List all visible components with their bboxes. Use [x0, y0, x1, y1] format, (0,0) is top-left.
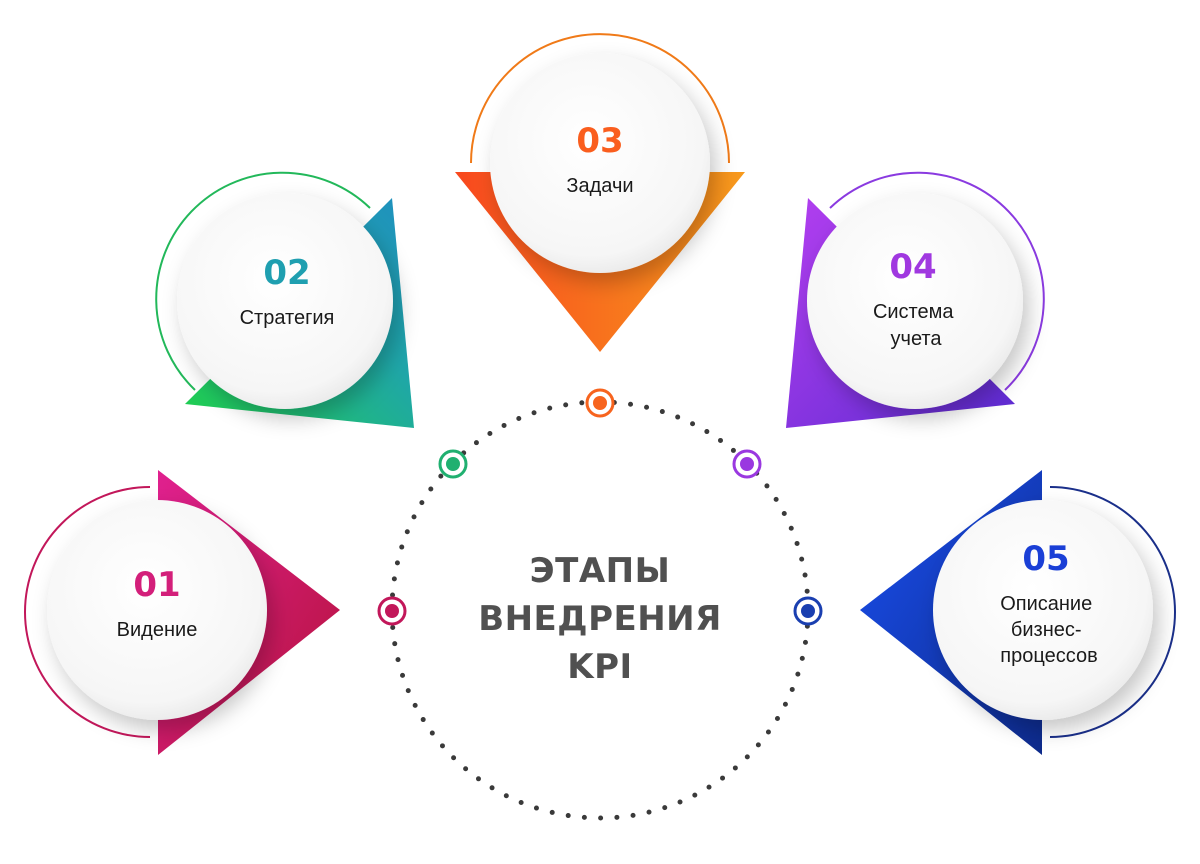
center-title: ЭТАПЫ ВНЕДРЕНИЯ KPI [478, 551, 722, 687]
title-line-2: ВНЕДРЕНИЯ [478, 599, 722, 639]
ring-marker-05 [793, 596, 823, 626]
step-01-label: Видение [117, 619, 198, 641]
step-05-label-line-1: Описание [1000, 593, 1092, 615]
step-04: 04 Система учета [786, 171, 1045, 428]
step-03-label: Задачи [566, 175, 633, 197]
step-05-disc [933, 500, 1153, 720]
step-01: 01 Видение [24, 470, 340, 755]
step-02-arc [155, 171, 371, 391]
step-03-number: 03 [576, 121, 623, 161]
step-05-label: Описание бизнес- процессов [1000, 593, 1098, 667]
title-line-3: KPI [567, 647, 632, 687]
step-02-label-line-1: Стратегия [240, 307, 335, 329]
step-01-disc [47, 500, 267, 720]
step-05-label-line-3: процессов [1000, 645, 1097, 667]
step-01-number: 01 [133, 565, 180, 605]
step-04-label-line-2: учета [891, 328, 943, 350]
ring-marker-01 [377, 596, 407, 626]
step-02-label: Стратегия [240, 307, 335, 329]
step-05-number: 05 [1022, 539, 1069, 579]
step-04-number: 04 [889, 247, 936, 287]
step-03: 03 Задачи [455, 33, 745, 352]
step-03-arc [470, 33, 730, 164]
step-02-number: 02 [263, 253, 310, 293]
step-04-label: Система учета [873, 301, 959, 350]
step-04-label-line-1: Система [873, 301, 954, 323]
step-05-label-line-2: бизнес- [1011, 619, 1082, 641]
step-01-label-line-1: Видение [117, 619, 198, 641]
step-01-arc [24, 486, 151, 738]
step-03-label-line-1: Задачи [566, 175, 633, 197]
title-line-1: ЭТАПЫ [530, 551, 671, 591]
step-04-disc [807, 193, 1023, 409]
ring-marker-02 [438, 449, 468, 479]
step-04-arc [829, 171, 1045, 391]
ring-marker-04 [732, 449, 762, 479]
step-02: 02 Стратегия [155, 171, 414, 428]
step-05-arc [1049, 486, 1176, 738]
step-03-disc [490, 53, 710, 273]
ring-marker-03 [585, 388, 615, 418]
step-02-disc [177, 193, 393, 409]
step-05: 05 Описание бизнес- процессов [860, 470, 1176, 755]
